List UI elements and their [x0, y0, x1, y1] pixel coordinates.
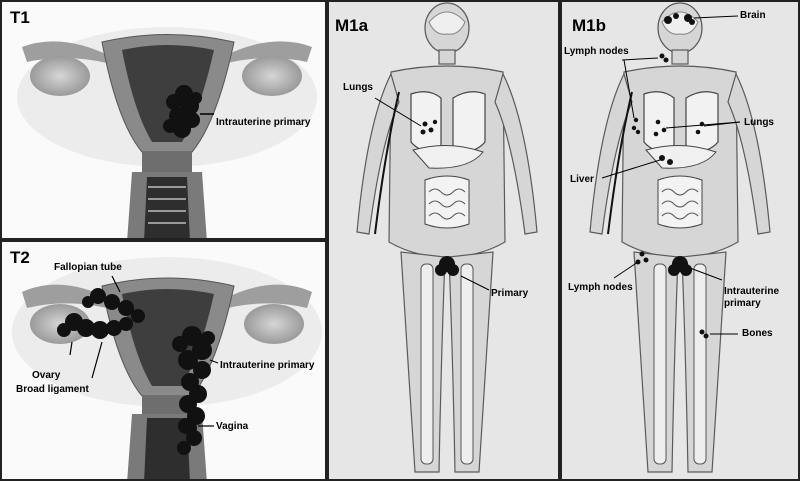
- label-liver: Liver: [570, 174, 594, 185]
- body-m1a-illustration: [356, 2, 538, 473]
- label-intrauterine-primary: Intrauterine primary: [220, 360, 315, 371]
- lymph-node-metastases: [631, 53, 669, 265]
- label-bones: Bones: [742, 328, 773, 339]
- label-intrauterine-line2: primary: [724, 298, 761, 309]
- bone-metastases: [699, 329, 709, 339]
- label-lungs: Lungs: [343, 82, 373, 93]
- uterus-t2-illustration: [12, 257, 322, 479]
- panel-title: T1: [10, 8, 30, 27]
- panel-title: T2: [10, 248, 30, 267]
- label-primary: Primary: [491, 288, 529, 299]
- panel-t1: T1 Intrauterine primary: [0, 0, 327, 240]
- ovary-left: [30, 56, 90, 96]
- tumor-primary: [435, 256, 459, 276]
- panel-title: M1a: [335, 16, 369, 35]
- label-intrauterine-line1: Intrauterine: [724, 286, 780, 297]
- label-lymph-nodes-upper: Lymph nodes: [564, 46, 629, 57]
- panel-t2: T2 Fallopian tube Ovary Broad ligament I…: [0, 240, 327, 481]
- brain-metastases: [664, 13, 695, 25]
- fallopian-tube-left: [22, 41, 122, 67]
- body-m1b-illustration: [589, 2, 771, 473]
- label-vagina: Vagina: [216, 421, 249, 432]
- label-ovary: Ovary: [32, 370, 61, 381]
- label-fallopian-tube: Fallopian tube: [54, 262, 122, 273]
- panel-m1b: M1b Brain Lymph nodes Lungs Liver Lymph …: [560, 0, 800, 481]
- uterus-t1-illustration: [17, 27, 317, 238]
- label-lymph-nodes-lower: Lymph nodes: [568, 282, 633, 293]
- t2-arrows: [69, 275, 219, 427]
- label-broad-ligament: Broad ligament: [16, 384, 89, 395]
- liver-metastases: [659, 155, 673, 165]
- tumor-intrauterine: [668, 256, 692, 276]
- label-intrauterine-primary: Intrauterine primary: [216, 117, 311, 128]
- cervix: [142, 152, 192, 172]
- tumor-intrauterine-vagina: [172, 326, 215, 455]
- fallopian-tube-right: [212, 41, 312, 67]
- lung-metastases: [420, 119, 438, 135]
- tumor-intrauterine: [163, 85, 202, 138]
- label-brain: Brain: [740, 10, 766, 21]
- m1b-arrows: [601, 15, 741, 335]
- panel-title: M1b: [572, 16, 606, 35]
- tumor-adnexal: [57, 288, 145, 339]
- ovary-right: [242, 56, 302, 96]
- label-lungs: Lungs: [744, 117, 774, 128]
- panel-m1a: M1a Lungs Primary: [327, 0, 560, 481]
